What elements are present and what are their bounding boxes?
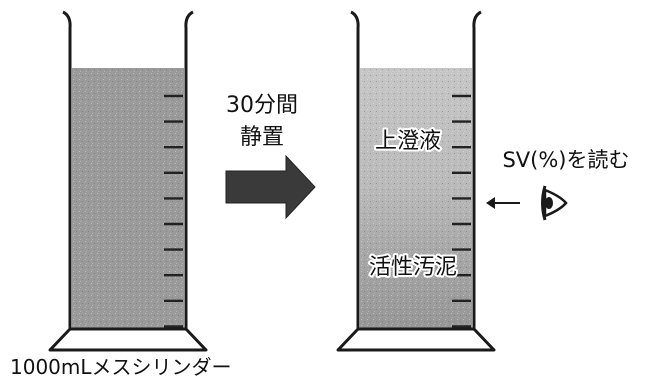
cylinder-before-base — [48, 327, 208, 352]
activated-sludge-label: 活性汚泥 — [369, 255, 457, 280]
graduation-marks-before — [164, 94, 183, 328]
eye-icon — [541, 185, 568, 221]
cylinder-after-outline — [350, 10, 482, 329]
read-sv-label: SV(%)を読む — [502, 148, 629, 172]
graduation-marks-after — [452, 94, 471, 328]
cylinder-before-outline — [62, 10, 194, 329]
cylinder-after — [336, 10, 496, 352]
cylinder-before — [48, 10, 208, 352]
process-action-label: 静置 — [240, 125, 284, 150]
process-time-label: 30分間 — [226, 93, 298, 118]
left-arrow-icon — [486, 197, 520, 209]
cylinder-after-base — [336, 327, 496, 352]
right-arrow-icon — [225, 154, 316, 220]
cylinder-caption: 1000mLメスシリンダー — [10, 355, 232, 379]
supernatant-label: 上澄液 — [375, 129, 441, 154]
